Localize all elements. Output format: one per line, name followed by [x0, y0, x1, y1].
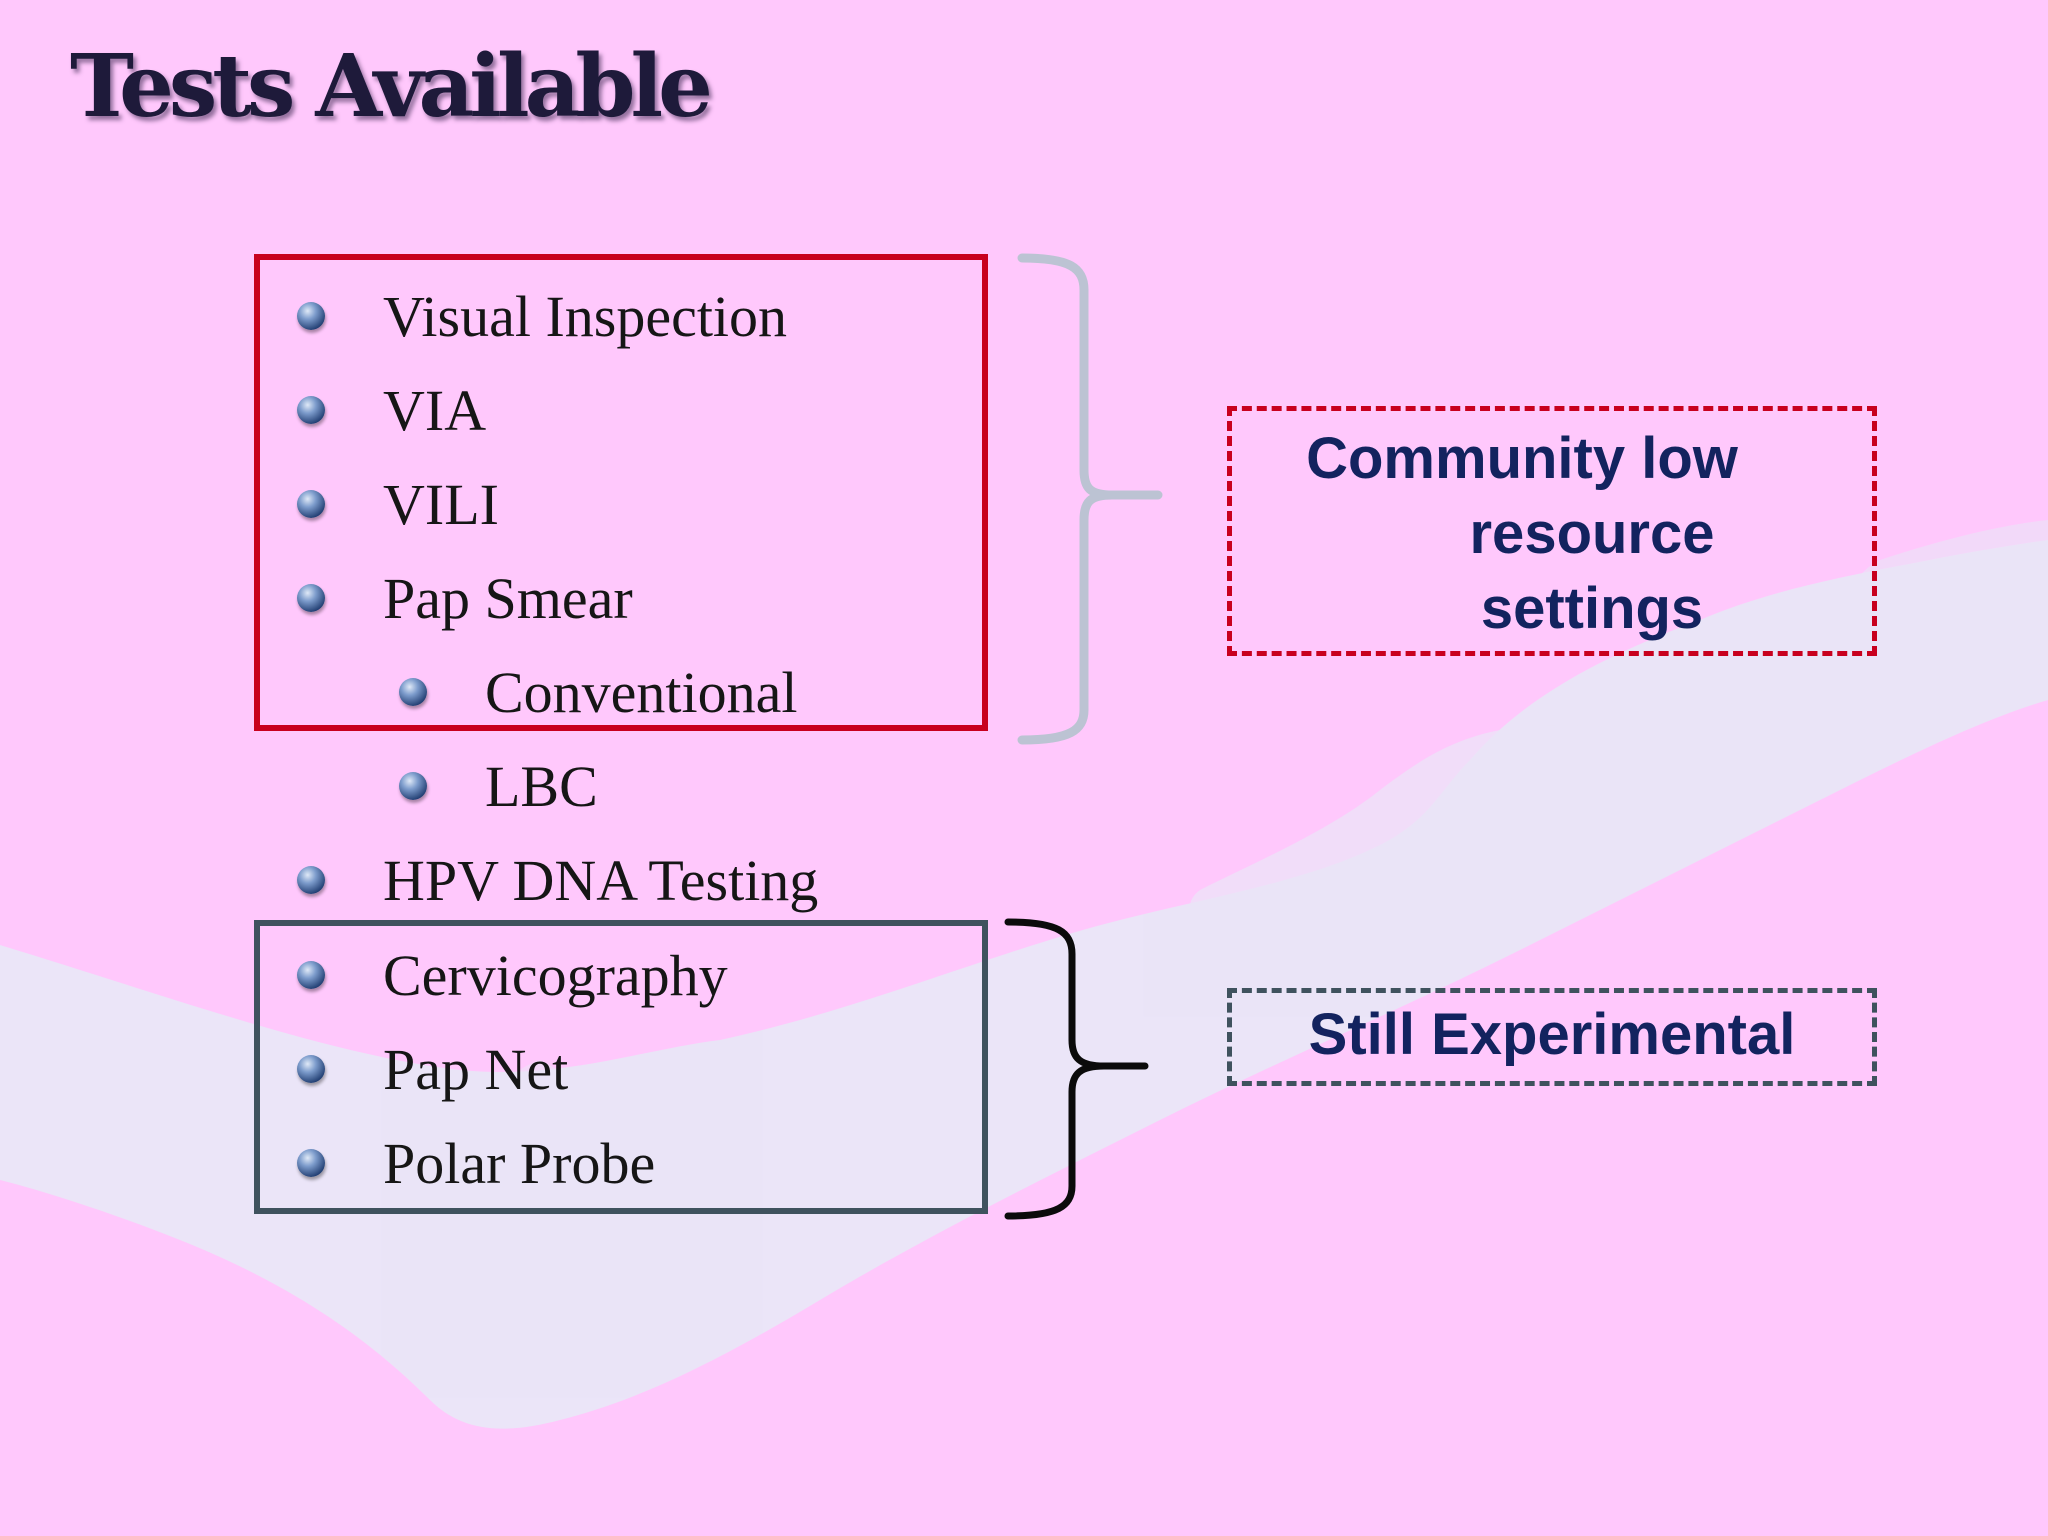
bullet-label: Pap Smear	[383, 566, 633, 631]
bullet-icon	[399, 772, 427, 800]
bullet-icon	[297, 490, 325, 518]
bullet-icon	[297, 584, 325, 612]
bullet-pap-smear: Pap Smear	[297, 566, 633, 632]
bullet-label: Pap Net	[383, 1037, 569, 1102]
bullet-icon	[297, 866, 325, 894]
bullet-icon	[297, 1055, 325, 1083]
experimental-tests-frame	[254, 920, 988, 1214]
experimental-callout: Still Experimental	[1227, 988, 1877, 1086]
low-resource-tests-frame	[254, 254, 988, 731]
brace-bottom	[1004, 918, 1149, 1220]
bullet-label: Cervicography	[383, 943, 728, 1008]
bullet-icon	[399, 678, 427, 706]
bullet-label: HPV DNA Testing	[383, 848, 819, 913]
bullet-icon	[297, 1149, 325, 1177]
sub-bullet-conventional: Conventional	[399, 660, 798, 726]
bullet-label: Polar Probe	[383, 1131, 656, 1196]
bullet-icon	[297, 302, 325, 330]
experimental-callout-text: Still Experimental	[1308, 1002, 1796, 1067]
community-callout-line-1: Community low	[1306, 426, 1738, 491]
bullet-vili: VILI	[297, 472, 499, 538]
bullet-label: Visual Inspection	[383, 284, 788, 349]
bullet-pap-net: Pap Net	[297, 1037, 569, 1103]
bullet-visual-inspection: Visual Inspection	[297, 284, 788, 350]
brace-top	[1017, 253, 1163, 745]
slide-title: Tests Available	[70, 36, 713, 137]
bullet-icon	[297, 396, 325, 424]
bullet-cervicography: Cervicography	[297, 943, 728, 1009]
community-callout: Community low resource settings	[1227, 406, 1877, 656]
bullet-icon	[297, 961, 325, 989]
bullet-label: VILI	[383, 472, 499, 537]
bullet-label: Conventional	[485, 660, 798, 725]
bullet-polar-probe: Polar Probe	[297, 1131, 656, 1197]
bullet-hpv-dna-testing: HPV DNA Testing	[297, 848, 819, 914]
bullet-label: LBC	[485, 754, 598, 819]
bullet-via: VIA	[297, 378, 487, 444]
community-callout-line-2: resource	[1469, 501, 1715, 566]
bullet-label: VIA	[383, 378, 487, 443]
community-callout-line-3: settings	[1480, 576, 1704, 641]
sub-bullet-lbc: LBC	[399, 754, 598, 820]
